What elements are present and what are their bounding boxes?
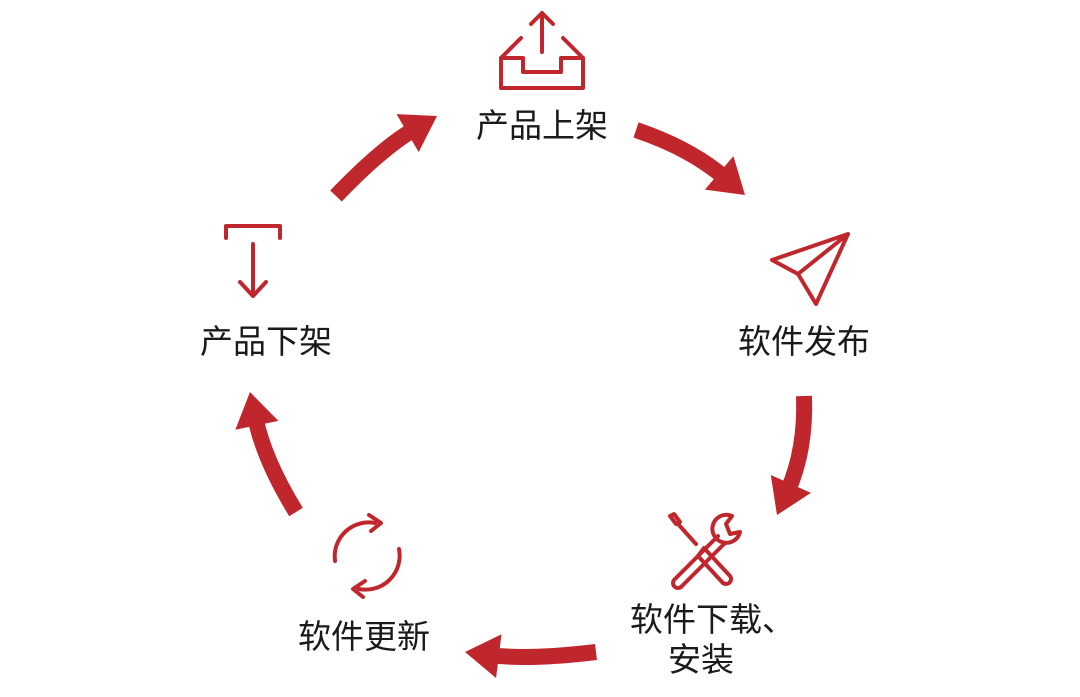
arrow-release-to-download-head	[770, 474, 811, 515]
arrow-removal-to-launch-head	[396, 114, 437, 153]
refresh-cycle-icon	[332, 513, 402, 599]
arrow-download-to-update-shaft	[489, 644, 597, 665]
step-label-software-release: 软件发布	[738, 322, 870, 361]
download-arrow-icon	[224, 224, 282, 298]
arrow-release-to-download-shaft	[780, 395, 813, 495]
step-label-download-install-line2: 安装	[668, 640, 734, 679]
paper-plane-icon	[770, 232, 850, 306]
step-label-download-install: 软件下载、	[630, 600, 795, 639]
step-label-product-launch: 产品上架	[476, 106, 608, 145]
wrench-screwdriver-icon	[668, 512, 742, 590]
arrow-launch-to-release	[633, 122, 745, 195]
arrow-launch-to-release-shaft	[633, 122, 731, 185]
arrow-download-to-update-head	[465, 634, 502, 678]
step-label-software-update: 软件更新	[298, 617, 430, 656]
arrow-removal-to-launch-shaft	[330, 122, 419, 202]
arrow-update-to-removal	[235, 392, 303, 517]
step-label-product-removal: 产品下架	[200, 322, 332, 361]
arrow-launch-to-release-head	[704, 156, 745, 195]
arrow-download-to-update	[465, 634, 597, 678]
arrow-update-to-removal-shaft	[247, 415, 303, 517]
arrow-release-to-download	[770, 395, 813, 515]
arrow-update-to-removal-head	[235, 392, 279, 430]
arrow-removal-to-launch	[330, 114, 437, 202]
upload-tray-icon	[499, 11, 585, 90]
